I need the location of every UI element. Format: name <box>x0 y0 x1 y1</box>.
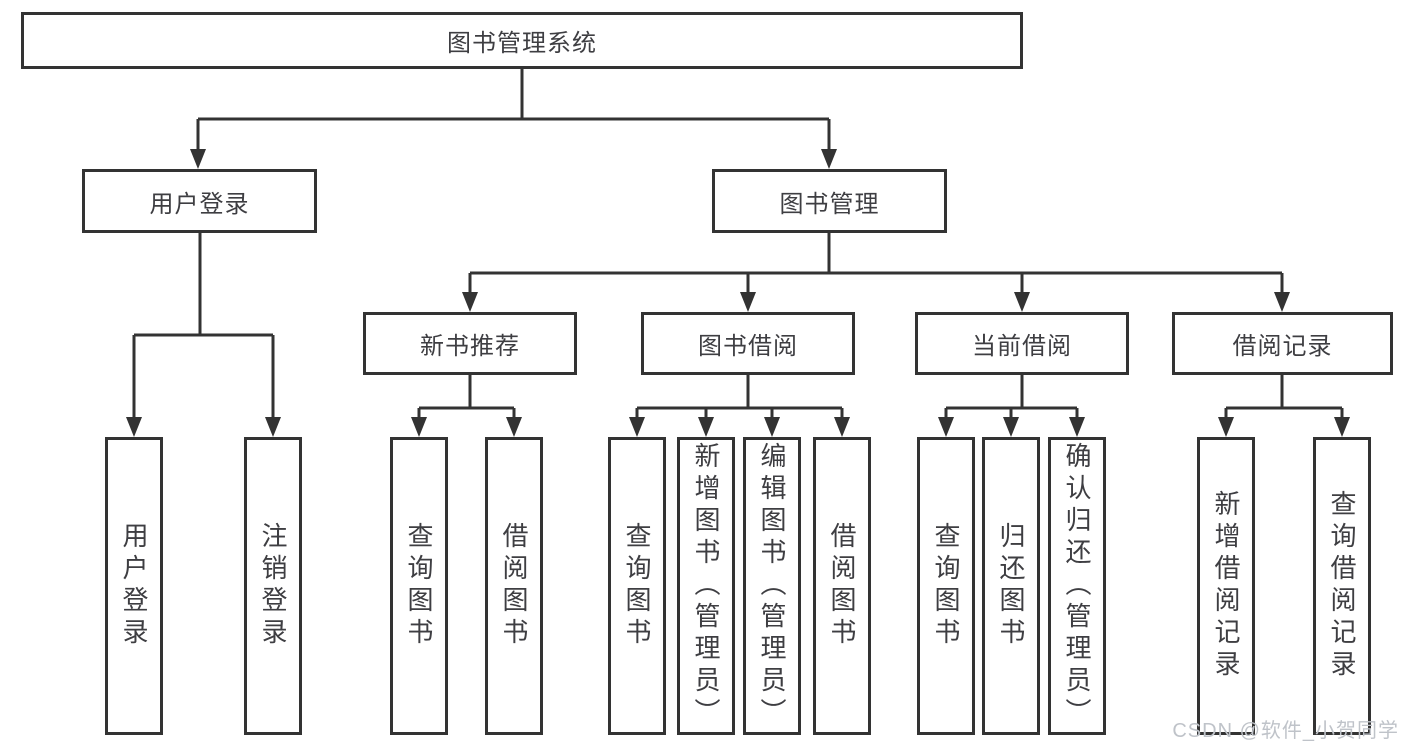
node-label: 新书推荐 <box>420 333 520 360</box>
csdn-watermark: CSDN @软件_小贺同学 <box>1172 720 1399 742</box>
leaf-borrow-books-1: 借阅图书 <box>485 437 543 735</box>
node-label: 图书管理 <box>779 190 880 218</box>
node-label: 注销登录 <box>258 522 288 650</box>
node-book-management: 图书管理 <box>712 169 947 233</box>
leaf-logout: 注销登录 <box>244 437 302 735</box>
leaf-query-books-3: 查询图书 <box>917 437 975 735</box>
node-label: 图书管理系统 <box>447 30 597 57</box>
node-label: 编辑图书（管理员） <box>757 442 787 730</box>
node-label: 查询借阅记录 <box>1327 490 1357 682</box>
node-label: 归还图书 <box>996 522 1026 650</box>
node-label: 新增图书（管理员） <box>691 442 721 730</box>
node-label: 查询图书 <box>404 522 434 650</box>
node-label: 借阅图书 <box>827 522 857 650</box>
node-label: 确认归还（管理员） <box>1062 442 1092 730</box>
node-label: 新增借阅记录 <box>1211 490 1241 682</box>
node-label: 当前借阅 <box>972 333 1072 360</box>
node-library-system: 图书管理系统 <box>21 12 1023 69</box>
leaf-return-books: 归还图书 <box>982 437 1040 735</box>
node-label: 用户登录 <box>149 190 250 218</box>
leaf-query-borrow-record: 查询借阅记录 <box>1313 437 1371 735</box>
leaf-add-books-admin: 新增图书（管理员） <box>677 437 735 735</box>
node-book-borrowing: 图书借阅 <box>641 312 855 375</box>
node-label: 查询图书 <box>622 522 652 650</box>
leaf-borrow-books-2: 借阅图书 <box>813 437 871 735</box>
node-borrowing-records: 借阅记录 <box>1172 312 1393 375</box>
leaf-add-borrow-record: 新增借阅记录 <box>1197 437 1255 735</box>
node-label: 图书借阅 <box>698 333 798 360</box>
node-new-book-recommendation: 新书推荐 <box>363 312 577 375</box>
leaf-user-login: 用户登录 <box>105 437 163 735</box>
leaf-query-books-1: 查询图书 <box>390 437 448 735</box>
leaf-edit-books-admin: 编辑图书（管理员） <box>743 437 801 735</box>
node-label: 查询图书 <box>931 522 961 650</box>
node-current-borrowing: 当前借阅 <box>915 312 1129 375</box>
leaf-query-books-2: 查询图书 <box>608 437 666 735</box>
node-label: 借阅图书 <box>499 522 529 650</box>
leaf-confirm-return-admin: 确认归还（管理员） <box>1048 437 1106 735</box>
node-label: 借阅记录 <box>1232 333 1333 360</box>
node-user-login-module: 用户登录 <box>82 169 317 233</box>
node-label: 用户登录 <box>119 522 149 650</box>
